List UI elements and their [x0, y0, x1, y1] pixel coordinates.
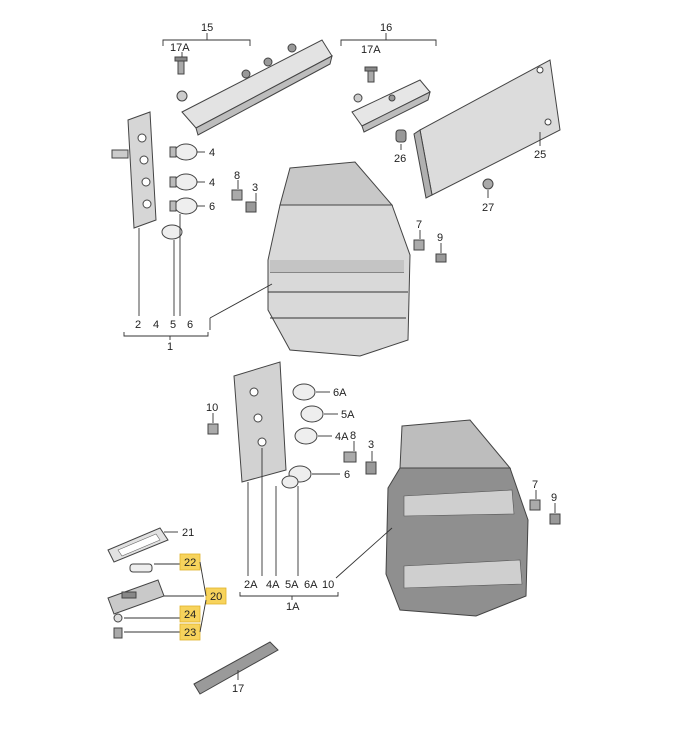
- label-17: 17: [232, 683, 244, 695]
- bulb-holder-upper[interactable]: [111, 111, 157, 229]
- lamp-lens-21[interactable]: [107, 527, 169, 563]
- screw-10[interactable]: [207, 423, 219, 435]
- label-bottom-4: 4: [153, 319, 159, 331]
- label-bottom-5: 5: [170, 319, 176, 331]
- screw-9-upper[interactable]: [435, 253, 447, 263]
- label-27: 27: [482, 202, 494, 214]
- bulb-5[interactable]: [161, 224, 183, 240]
- label-9-upper: 9: [437, 232, 443, 244]
- screw-17A-right[interactable]: [353, 66, 378, 103]
- tail-lamp-lower[interactable]: [385, 419, 529, 617]
- bulb-6-a[interactable]: [169, 197, 198, 215]
- reflector-16[interactable]: [351, 79, 431, 133]
- grommet-26[interactable]: [395, 129, 407, 143]
- label-26: 26: [394, 153, 406, 165]
- bulb-holder-lower[interactable]: [233, 361, 287, 483]
- label-17A-right: 17A: [361, 44, 381, 56]
- label-23: 23: [184, 627, 196, 639]
- lamp-housing-20[interactable]: [107, 579, 165, 615]
- label-17A-left: 17A: [170, 42, 190, 54]
- screw-27[interactable]: [482, 178, 494, 190]
- label-15: 15: [201, 22, 213, 34]
- label-6-lower: 6: [344, 469, 350, 481]
- screw-7-lower[interactable]: [529, 499, 541, 511]
- label-bottom-10: 10: [322, 579, 334, 591]
- screw-8-upper[interactable]: [231, 189, 243, 201]
- washer-24[interactable]: [113, 613, 123, 623]
- label-8-upper: 8: [234, 170, 240, 182]
- bracket-25[interactable]: [413, 59, 561, 199]
- label-bottom-2A: 2A: [244, 579, 258, 591]
- screw-23[interactable]: [113, 627, 123, 639]
- screw-7-upper[interactable]: [413, 239, 425, 251]
- reflector-strip-17[interactable]: [193, 641, 279, 695]
- screw-17A-left[interactable]: [174, 56, 188, 102]
- bulb-6-b[interactable]: [281, 465, 312, 489]
- screw-3-lower[interactable]: [365, 461, 377, 475]
- label-5A: 5A: [341, 409, 355, 421]
- label-7-lower: 7: [532, 479, 538, 491]
- bulb-4A[interactable]: [294, 427, 318, 445]
- label-8-lower: 8: [350, 430, 356, 442]
- label-bottom-1A: 1A: [286, 601, 300, 613]
- label-22: 22: [184, 557, 196, 569]
- label-4-b: 4: [209, 177, 215, 189]
- label-21: 21: [182, 527, 194, 539]
- label-bottom-1: 1: [167, 341, 173, 353]
- label-16: 16: [380, 22, 392, 34]
- label-25: 25: [534, 149, 546, 161]
- tail-lamp-upper[interactable]: [267, 161, 411, 357]
- label-3-lower: 3: [368, 439, 374, 451]
- label-bottom-4A: 4A: [266, 579, 280, 591]
- label-bottom-6A: 6A: [304, 579, 318, 591]
- screw-3-upper[interactable]: [245, 201, 257, 213]
- label-7-upper: 7: [416, 219, 422, 231]
- label-bottom-2: 2: [135, 319, 141, 331]
- highlight-24: [179, 605, 201, 623]
- reflector-strip-15[interactable]: [181, 39, 333, 136]
- label-bottom-6: 6: [187, 319, 193, 331]
- label-20: 20: [210, 591, 222, 603]
- bulb-6A[interactable]: [292, 383, 316, 401]
- label-10: 10: [206, 402, 218, 414]
- label-6-a: 6: [209, 201, 215, 213]
- screw-8-lower[interactable]: [343, 451, 357, 463]
- label-3-upper: 3: [252, 182, 258, 194]
- label-4-a: 4: [209, 147, 215, 159]
- label-bottom-5A: 5A: [285, 579, 299, 591]
- bulb-22[interactable]: [129, 563, 153, 573]
- bulb-4-b[interactable]: [169, 173, 198, 191]
- label-6A: 6A: [333, 387, 347, 399]
- label-24: 24: [184, 609, 196, 621]
- label-9-lower: 9: [551, 492, 557, 504]
- label-4A: 4A: [335, 431, 349, 443]
- bulb-5A[interactable]: [300, 405, 324, 423]
- screw-9-lower[interactable]: [549, 513, 561, 525]
- bulb-4-a[interactable]: [169, 143, 198, 161]
